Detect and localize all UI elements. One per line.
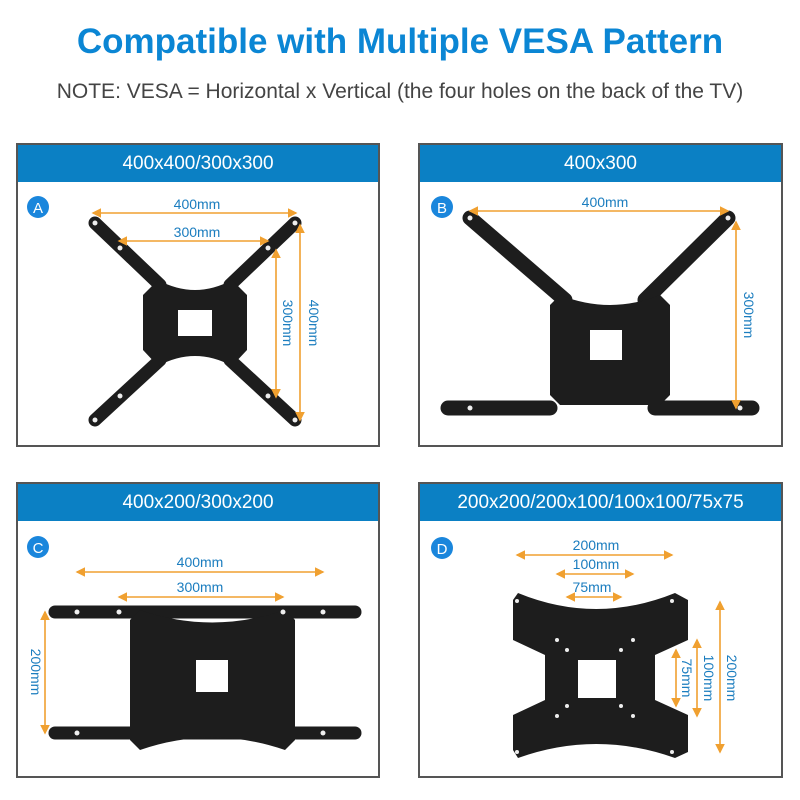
svg-text:D: D [437,541,448,558]
mount-d-image [513,593,688,758]
dim-d-h75: 75mm [573,579,612,595]
page-title: Compatible with Multiple VESA Pattern [76,22,724,61]
mount-c-image [48,605,362,750]
badge-c: C [27,536,49,558]
dim-a-h300: 300mm [174,224,221,240]
dim-a-v300: 300mm [280,300,296,347]
dim-d-h200: 200mm [573,537,620,553]
badge-b: B [431,196,453,218]
mount-a-image [88,216,302,427]
panel-d-header: 200x200/200x100/100x100/75x75 [420,484,781,521]
svg-text:A: A [33,200,43,217]
dimensions-b: 400mm 300mm [468,194,757,410]
dimensions-d: 200mm 100mm 75mm 75mm 100mm 200mm [515,537,740,754]
badge-a: A [27,196,49,218]
dim-a-h400: 400mm [174,196,221,212]
dim-c-h400: 400mm [177,554,224,570]
svg-text:C: C [33,540,44,557]
panel-b-header: 400x300 [420,145,781,182]
dim-d-v100: 100mm [701,655,717,702]
dim-c-h300: 300mm [177,579,224,595]
dim-a-v400: 400mm [306,300,322,347]
dimensions-c: 400mm 300mm 200mm [28,554,325,735]
panel-c-header: 400x200/300x200 [18,484,378,521]
dim-b-v300: 300mm [741,292,757,339]
dimensions-a: 400mm 300mm 300mm 400mm [91,196,322,422]
badge-d: D [431,537,453,559]
dim-c-v200: 200mm [28,649,44,696]
dim-b-h400: 400mm [582,194,629,210]
dim-d-h100: 100mm [573,556,620,572]
mount-b-image [440,210,760,416]
dim-d-v200: 200mm [724,655,740,702]
dim-d-v75: 75mm [679,659,695,698]
panel-a-header: 400x400/300x300 [18,145,378,182]
vesa-note: NOTE: VESA = Horizontal x Vertical (the … [56,80,744,103]
svg-text:B: B [437,200,447,217]
